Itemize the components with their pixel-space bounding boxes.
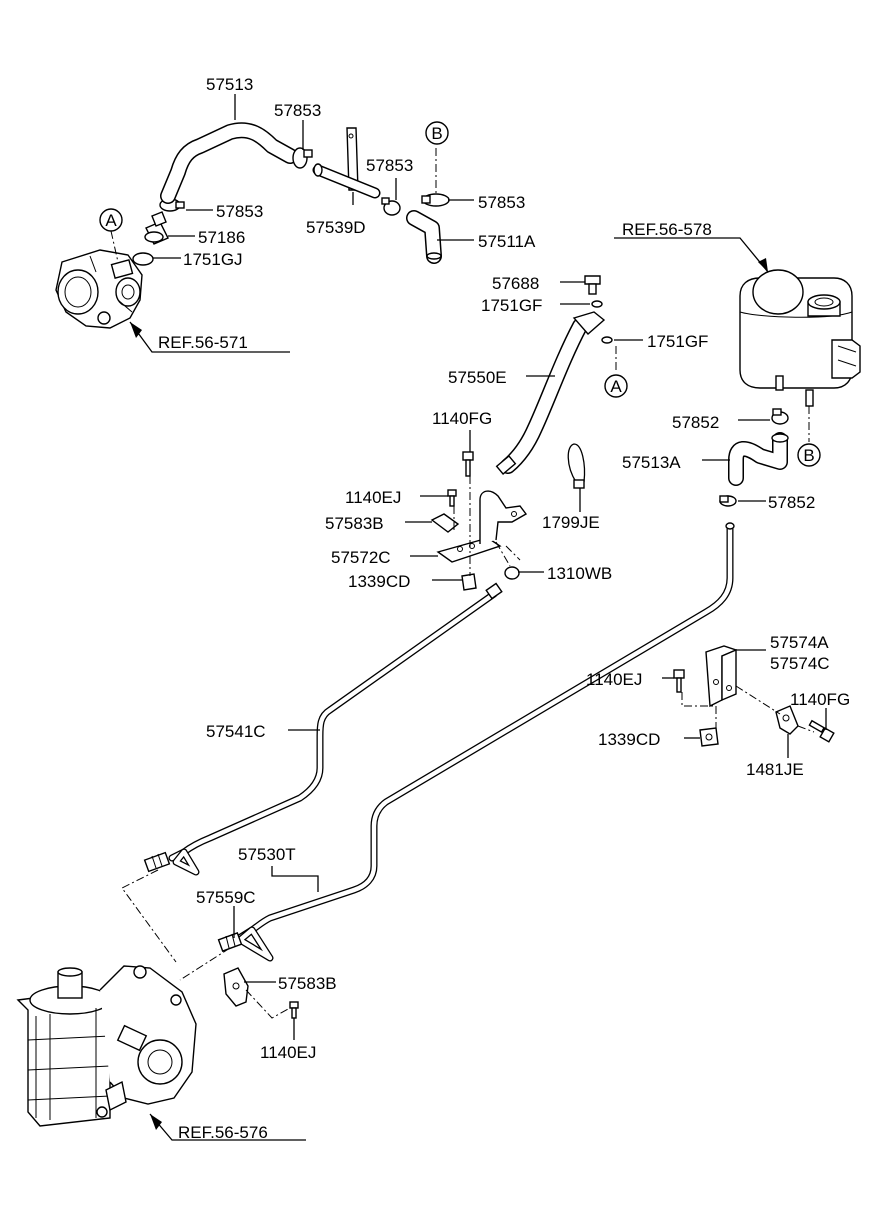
bolt-1140FG-b — [808, 719, 835, 743]
label-57541C: 57541C — [206, 722, 266, 741]
label-1140EJ-b: 1140EJ — [586, 670, 642, 689]
label-57530T: 57530T — [238, 845, 296, 864]
washer-1751GF-b — [601, 336, 613, 344]
hose-band-1799JE — [567, 443, 586, 500]
label-57852-a: 57852 — [672, 413, 719, 432]
label-1140EJ-a: 1140EJ — [345, 488, 401, 507]
clip-57583B-b — [223, 967, 249, 1007]
marker-b-top: B — [425, 121, 449, 145]
label-1799JE: 1799JE — [542, 513, 600, 532]
label-57583B-b: 57583B — [278, 974, 337, 993]
arrowheads — [130, 258, 768, 1130]
clip-57583B-a — [430, 513, 460, 533]
marker-b-mid: B — [797, 443, 821, 467]
hose-clamp-57853-b — [292, 147, 313, 169]
marker-a-mid-text: A — [610, 377, 622, 396]
hose-57550E — [495, 311, 606, 475]
hose-clamp-57852-b — [719, 495, 737, 507]
steering-gear-box — [16, 965, 197, 1127]
hose-57513 — [160, 122, 298, 204]
nut-1339CD-b — [699, 727, 719, 747]
label-57583B-a: 57583B — [325, 514, 384, 533]
bolt-1140EJ-c — [289, 1001, 299, 1019]
marker-a-top: A — [99, 208, 123, 263]
nut-1339CD-a — [461, 573, 477, 591]
label-57574C: 57574C — [770, 654, 830, 673]
label-57559C: 57559C — [196, 888, 256, 907]
label-57688: 57688 — [492, 274, 539, 293]
marker-a-top-text: A — [105, 211, 117, 230]
reservoir — [739, 269, 861, 407]
washer-1751GF-a — [591, 300, 603, 308]
label-1140FG-b: 1140FG — [790, 690, 850, 709]
bolt-1140FG-a — [462, 451, 474, 477]
pipe-57539D — [312, 127, 381, 199]
label-57853-b: 57853 — [274, 101, 321, 120]
label-57539D: 57539D — [306, 218, 366, 237]
label-57186: 57186 — [198, 228, 245, 247]
tube-57559C — [217, 522, 735, 962]
label-1310WB: 1310WB — [547, 564, 612, 583]
label-57853-c: 57853 — [366, 156, 413, 175]
hose-clamp-57853-c — [381, 197, 401, 216]
tube-57541C — [143, 582, 503, 876]
power-steering-pump — [55, 249, 143, 329]
label-57550E: 57550E — [448, 368, 507, 387]
label-1339CD-a: 1339CD — [348, 572, 410, 591]
clamp-1481JE — [775, 705, 799, 735]
label-ref-56-576: REF.56-576 — [178, 1123, 268, 1142]
tube-nut-57559C — [217, 932, 243, 952]
grommet-1310WB — [504, 566, 520, 580]
marker-b-mid-text: B — [803, 446, 814, 465]
label-57511A: 57511A — [478, 232, 536, 251]
hose-57511A — [406, 210, 442, 264]
label-1751GF-b: 1751GF — [647, 332, 708, 351]
bolt-1140EJ-a — [447, 489, 457, 507]
label-1751GF-a: 1751GF — [481, 296, 542, 315]
bolt-1140EJ-b — [673, 669, 685, 693]
label-1481JE: 1481JE — [746, 760, 804, 779]
bracket-57574A — [705, 645, 738, 708]
label-57513A: 57513A — [622, 453, 681, 472]
label-57853-d: 57853 — [478, 193, 525, 212]
marker-a-mid: A — [604, 374, 628, 398]
label-ref-56-578: REF.56-578 — [622, 220, 712, 239]
bracket-57572C — [436, 490, 528, 563]
part-labels: 57513 57853 57853 57186 1751GJ 57539D 57… — [158, 75, 850, 1142]
label-1140FG-a: 1140FG — [432, 409, 492, 428]
label-57572C: 57572C — [331, 548, 391, 567]
hose-57513A — [728, 432, 789, 486]
hose-clamp-57852-a — [771, 408, 789, 425]
label-1339CD-b: 1339CD — [598, 730, 660, 749]
fitting-57186 — [144, 211, 169, 245]
label-ref-56-571: REF.56-571 — [158, 333, 248, 352]
label-57852-b: 57852 — [768, 493, 815, 512]
label-1751GJ: 1751GJ — [183, 250, 243, 269]
label-57853-a: 57853 — [216, 202, 263, 221]
label-57574A: 57574A — [770, 633, 829, 652]
bolt-57688 — [584, 275, 601, 295]
marker-b-top-text: B — [431, 124, 442, 143]
hose-clamp-57853-d — [421, 193, 450, 207]
o-ring-1751GJ — [132, 252, 154, 266]
label-1140EJ-c: 1140EJ — [260, 1043, 316, 1062]
label-57513: 57513 — [206, 75, 253, 94]
tube-nut-57541C — [143, 851, 171, 873]
